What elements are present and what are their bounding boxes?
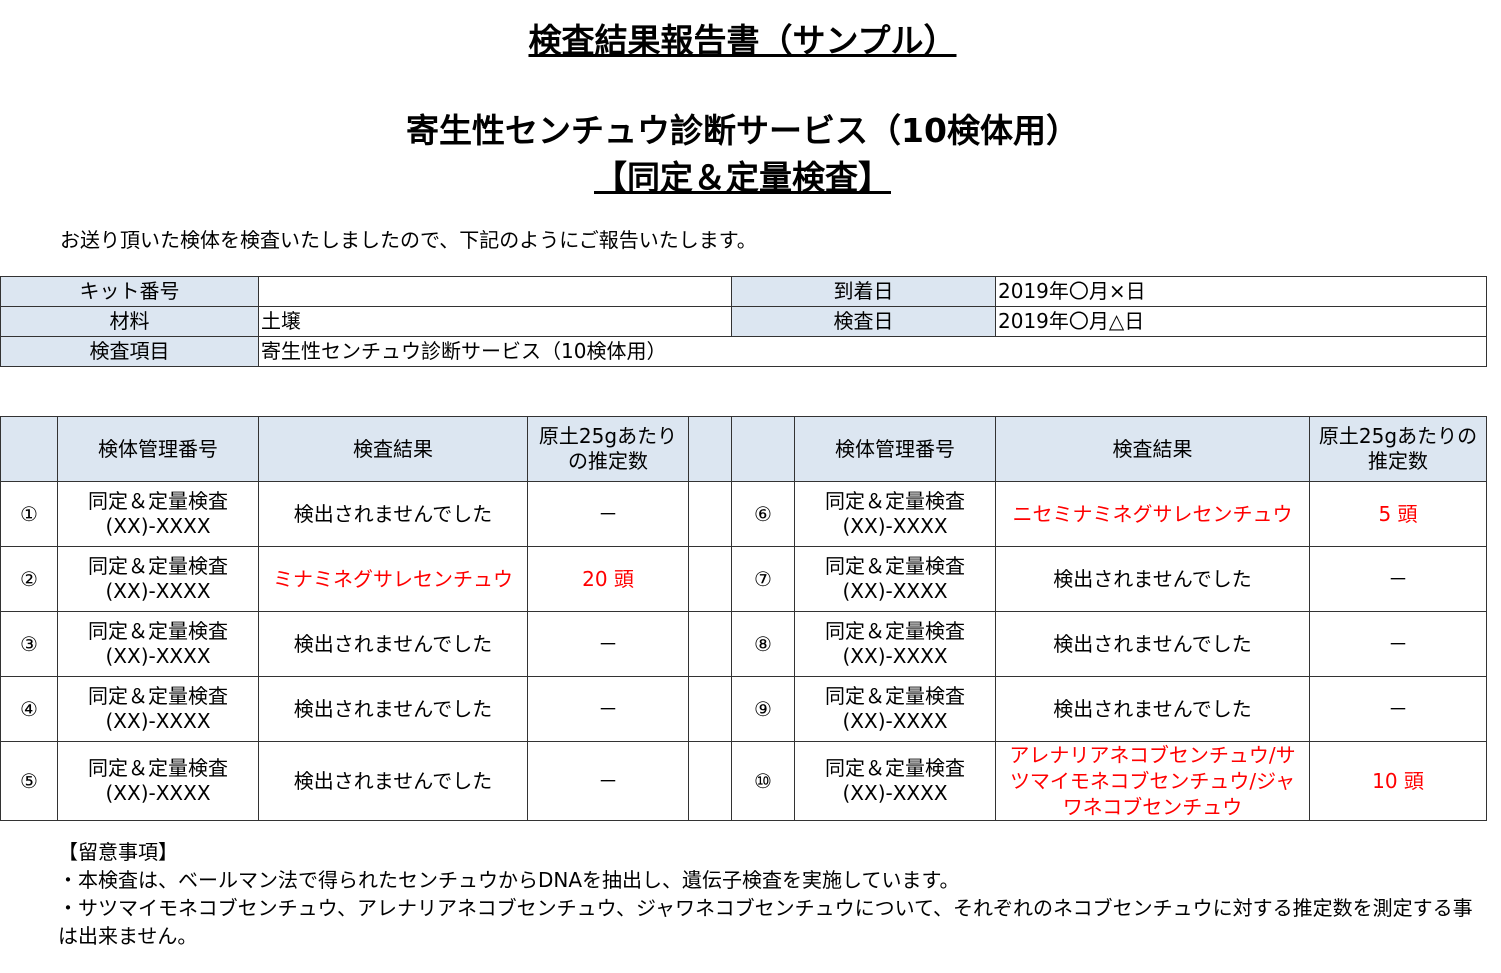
sample-number: ③ bbox=[0, 611, 58, 677]
gap-cell bbox=[688, 416, 732, 482]
header-no bbox=[0, 416, 58, 482]
table-row: ④ 同定＆定量検査(XX)-XXXX 検出されませんでした －⑨ 同定＆定量検査… bbox=[0, 676, 1487, 742]
sample-number: ⑤ bbox=[0, 741, 58, 821]
gap-cell bbox=[688, 676, 732, 742]
kit-label: キット番号 bbox=[0, 276, 259, 307]
notes-heading: 【留意事項】 bbox=[58, 840, 178, 864]
item-value: 寄生性センチュウ診断サービス（10検体用） bbox=[258, 336, 1487, 367]
sample-number: ⑥ bbox=[731, 481, 795, 547]
report-title: 検査結果報告書（サンプル） bbox=[528, 21, 957, 60]
kit-value bbox=[258, 276, 732, 307]
estimated-count: － bbox=[527, 481, 689, 547]
sample-id: 同定＆定量検査(XX)-XXXX bbox=[57, 676, 259, 742]
estimated-count: － bbox=[1309, 676, 1487, 742]
sample-id-line2: (XX)-XXXX bbox=[842, 709, 948, 733]
test-result: アレナリアネコブセンチュウ/サツマイモネコブセンチュウ/ジャワネコブセンチュウ bbox=[995, 741, 1310, 821]
sample-id: 同定＆定量検査(XX)-XXXX bbox=[794, 481, 996, 547]
header-id: 検体管理番号 bbox=[57, 416, 259, 482]
estimated-count: 10 頭 bbox=[1309, 741, 1487, 821]
test-result: ニセミナミネグサレセンチュウ bbox=[995, 481, 1310, 547]
sample-id-line1: 同定＆定量検査 bbox=[88, 554, 228, 578]
estimated-count: － bbox=[527, 676, 689, 742]
sample-id: 同定＆定量検査(XX)-XXXX bbox=[794, 676, 996, 742]
sample-id-line2: (XX)-XXXX bbox=[842, 514, 948, 538]
test-date-label: 検査日 bbox=[731, 306, 996, 337]
gap-cell bbox=[688, 741, 732, 821]
sample-id-line1: 同定＆定量検査 bbox=[88, 684, 228, 708]
test-result: 検出されませんでした bbox=[258, 611, 528, 677]
sample-id-line1: 同定＆定量検査 bbox=[88, 619, 228, 643]
sample-id-line2: (XX)-XXXX bbox=[842, 781, 948, 805]
estimated-count: 20 頭 bbox=[527, 546, 689, 612]
estimated-count: 5 頭 bbox=[1309, 481, 1487, 547]
sample-number: ⑦ bbox=[731, 546, 795, 612]
sample-id-line1: 同定＆定量検査 bbox=[825, 684, 965, 708]
material-value: 土壌 bbox=[258, 306, 732, 337]
test-result: 検出されませんでした bbox=[995, 611, 1310, 677]
sample-id-line1: 同定＆定量検査 bbox=[825, 756, 965, 780]
header-count: 原土25gあたりの推定数 bbox=[1309, 416, 1487, 482]
test-result: ミナミネグサレセンチュウ bbox=[258, 546, 528, 612]
arrival-value: 2019年〇月×日 bbox=[995, 276, 1487, 307]
test-type-title: 【同定＆定量検査】 bbox=[594, 158, 891, 197]
note-line: ・本検査は、ベールマン法で得られたセンチュウからDNAを抽出し、遺伝子検査を実施… bbox=[58, 868, 960, 892]
sample-id-line1: 同定＆定量検査 bbox=[825, 554, 965, 578]
header-no bbox=[731, 416, 795, 482]
test-result: 検出されませんでした bbox=[258, 481, 528, 547]
item-label: 検査項目 bbox=[0, 336, 259, 367]
sample-number: ⑧ bbox=[731, 611, 795, 677]
note-line: ・サツマイモネコブセンチュウ、アレナリアネコブセンチュウ、ジャワネコブセンチュウ… bbox=[58, 896, 1473, 948]
sample-id: 同定＆定量検査(XX)-XXXX bbox=[57, 741, 259, 821]
gap-cell bbox=[688, 481, 732, 547]
sample-id-line2: (XX)-XXXX bbox=[105, 709, 211, 733]
test-date-value: 2019年〇月△日 bbox=[995, 306, 1487, 337]
sample-id: 同定＆定量検査(XX)-XXXX bbox=[794, 611, 996, 677]
sample-id: 同定＆定量検査(XX)-XXXX bbox=[57, 546, 259, 612]
sample-id-line2: (XX)-XXXX bbox=[842, 644, 948, 668]
sample-id-line2: (XX)-XXXX bbox=[105, 644, 211, 668]
sample-id-line1: 同定＆定量検査 bbox=[825, 489, 965, 513]
sample-number: ① bbox=[0, 481, 58, 547]
intro-text: お送り頂いた検体を検査いたしましたので、下記のようにご報告いたします。 bbox=[60, 228, 757, 252]
sample-number: ⑨ bbox=[731, 676, 795, 742]
results-table: 検体管理番号 検査結果 原土25gあたりの推定数 検体管理番号 検査結果 原土2… bbox=[0, 416, 1487, 821]
gap-cell bbox=[688, 546, 732, 612]
table-row: ③ 同定＆定量検査(XX)-XXXX 検出されませんでした －⑧ 同定＆定量検査… bbox=[0, 611, 1487, 677]
estimated-count: － bbox=[1309, 611, 1487, 677]
material-label: 材料 bbox=[0, 306, 259, 337]
table-row: ⑤ 同定＆定量検査(XX)-XXXX 検出されませんでした －⑩ 同定＆定量検査… bbox=[0, 741, 1487, 821]
test-result: 検出されませんでした bbox=[258, 741, 528, 821]
sample-id-line1: 同定＆定量検査 bbox=[88, 756, 228, 780]
sample-id: 同定＆定量検査(XX)-XXXX bbox=[794, 546, 996, 612]
sample-id-line1: 同定＆定量検査 bbox=[88, 489, 228, 513]
sample-id: 同定＆定量検査(XX)-XXXX bbox=[57, 611, 259, 677]
header-id: 検体管理番号 bbox=[794, 416, 996, 482]
test-result: 検出されませんでした bbox=[995, 546, 1310, 612]
sample-id-line1: 同定＆定量検査 bbox=[825, 619, 965, 643]
sample-id-line2: (XX)-XXXX bbox=[105, 781, 211, 805]
header-result: 検査結果 bbox=[995, 416, 1310, 482]
sample-id-line2: (XX)-XXXX bbox=[842, 579, 948, 603]
header-count: 原土25gあたりの推定数 bbox=[527, 416, 689, 482]
sample-number: ⑩ bbox=[731, 741, 795, 821]
sample-id-line2: (XX)-XXXX bbox=[105, 514, 211, 538]
service-title: 寄生性センチュウ診断サービス（10検体用） bbox=[406, 111, 1079, 150]
header-result: 検査結果 bbox=[258, 416, 528, 482]
estimated-count: － bbox=[1309, 546, 1487, 612]
estimated-count: － bbox=[527, 611, 689, 677]
sample-number: ④ bbox=[0, 676, 58, 742]
info-table: キット番号 到着日 2019年〇月×日 材料 土壌 検査日 2019年〇月△日 … bbox=[0, 276, 1487, 367]
gap-cell bbox=[688, 611, 732, 677]
table-row: ① 同定＆定量検査(XX)-XXXX 検出されませんでした －⑥ 同定＆定量検査… bbox=[0, 481, 1487, 547]
test-result: 検出されませんでした bbox=[258, 676, 528, 742]
arrival-label: 到着日 bbox=[731, 276, 996, 307]
sample-id: 同定＆定量検査(XX)-XXXX bbox=[794, 741, 996, 821]
estimated-count: － bbox=[527, 741, 689, 821]
test-result: 検出されませんでした bbox=[995, 676, 1310, 742]
sample-id-line2: (XX)-XXXX bbox=[105, 579, 211, 603]
sample-id: 同定＆定量検査(XX)-XXXX bbox=[57, 481, 259, 547]
notes: 【留意事項】 ・本検査は、ベールマン法で得られたセンチュウからDNAを抽出し、遺… bbox=[58, 838, 1488, 950]
sample-number: ② bbox=[0, 546, 58, 612]
